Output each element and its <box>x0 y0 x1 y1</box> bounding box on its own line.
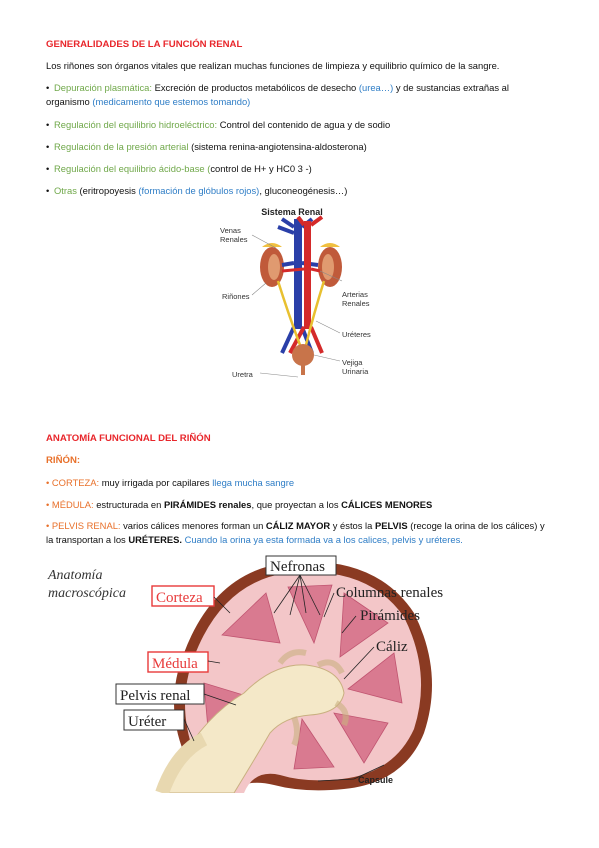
ureter-tube <box>155 732 208 793</box>
label-ureter: Uréter <box>128 714 166 730</box>
label-arterias-renales: Renales <box>342 299 370 308</box>
vena-cava <box>294 219 302 329</box>
list-item-depuracion: •Depuración plasmática: Excreción de pro… <box>46 82 509 107</box>
label-medula: Médula <box>152 656 198 672</box>
renal-pelvis <box>163 664 345 793</box>
pyramid <box>221 592 281 644</box>
label-capsule: Capsule <box>358 775 393 785</box>
label-venas-renales: Renales <box>220 235 248 244</box>
pyramid <box>293 717 335 770</box>
list-item-hidroelectrico: •Regulación del equilibrio hidroeléctric… <box>46 119 391 130</box>
pyramid <box>333 712 389 764</box>
pyramid <box>347 652 403 704</box>
label-vejiga: Vejiga <box>342 358 363 367</box>
label-rinones: Riñones <box>222 292 250 301</box>
label-corteza: Corteza <box>156 590 203 606</box>
section-title-anatomia: ANATOMÍA FUNCIONAL DEL RIÑÓN <box>46 433 211 444</box>
item-medula: • MÉDULA: estructurada en PIRÁMIDES rena… <box>46 499 433 510</box>
renal-system-diagram: Sistema Renal Venas Renales Riñon <box>220 207 371 379</box>
intro-paragraph: Los riñones son órganos vitales que real… <box>46 60 500 71</box>
list-item-acido-base: •Regulación del equilibrio ácido-base (c… <box>46 163 312 174</box>
section-title-generalidades: GENERALIDADES DE LA FUNCIÓN RENAL <box>46 39 243 50</box>
label-pelvis-renal: Pelvis renal <box>120 688 190 704</box>
label-caliz: Cáliz <box>376 639 408 655</box>
label-columnas: Columnas renales <box>336 585 443 601</box>
kidney-anatomy-diagram: Anatomía macroscópica Corteza Médula Pel… <box>44 553 468 793</box>
label-ureteres: Uréteres <box>342 330 371 339</box>
bladder <box>292 344 314 366</box>
label-arterias: Arterias <box>342 290 368 299</box>
label-nefronas: Nefronas <box>270 559 325 575</box>
list-item-otras: •Otras (eritropoyesis (formación de glób… <box>46 185 348 196</box>
subtitle-rinon: RIÑÓN: <box>46 455 81 466</box>
ureters <box>276 280 326 346</box>
label-uretra: Uretra <box>232 370 254 379</box>
label-vejiga-urinaria: Urinaria <box>342 367 369 376</box>
list-item-presion: •Regulación de la presión arterial (sist… <box>46 141 367 152</box>
label-venas: Venas <box>220 226 241 235</box>
item-pelvis: • PELVIS RENAL: varios cálices menores f… <box>46 520 545 545</box>
aorta <box>304 221 311 329</box>
item-corteza: • CORTEZA: muy irrigada por capilares ll… <box>46 477 295 488</box>
diagram2-title-1: Anatomía <box>47 568 102 583</box>
pyramid <box>287 584 333 645</box>
diagram-title: Sistema Renal <box>261 207 323 217</box>
label-piramides: Pirámides <box>360 608 420 624</box>
diagram2-title-2: macroscópica <box>48 586 126 601</box>
pyramid <box>339 592 389 658</box>
